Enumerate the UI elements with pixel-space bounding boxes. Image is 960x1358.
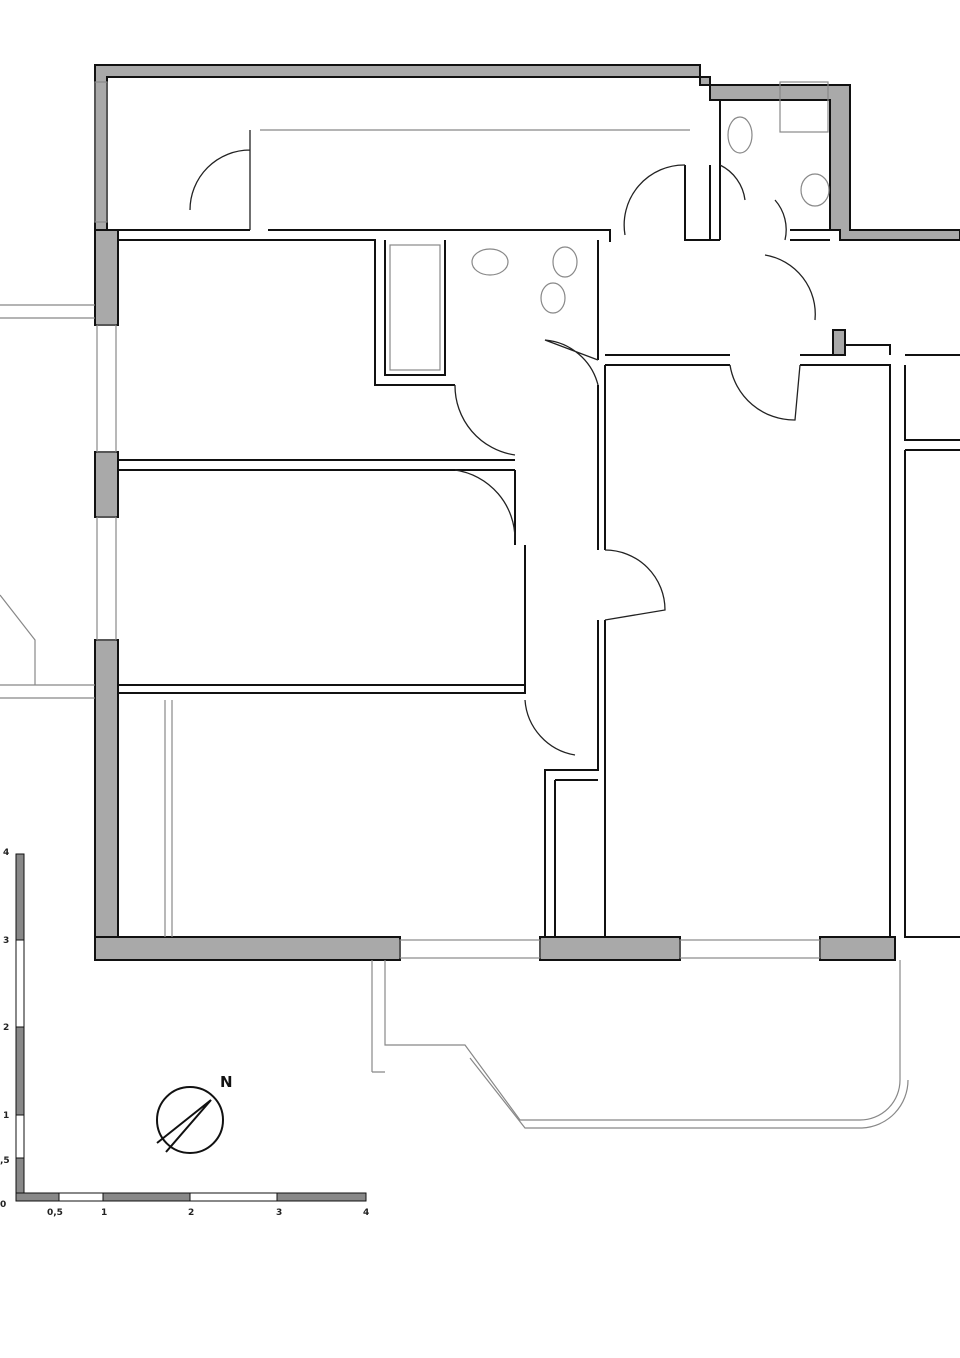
scale-label: 0,5 — [47, 1208, 63, 1218]
exterior-walls — [94, 64, 960, 961]
north-arrow: N — [156, 1073, 233, 1154]
scale-label: 4 — [3, 848, 9, 858]
terrace — [0, 304, 909, 1129]
scale-label: ,5 — [0, 1156, 10, 1166]
toilet-icon — [552, 246, 578, 278]
sink-icon — [800, 173, 830, 207]
north-label: N — [220, 1073, 233, 1091]
scale-label: 1 — [101, 1208, 107, 1218]
scale-label: 3 — [276, 1208, 282, 1218]
toilet-icon — [727, 116, 753, 154]
bathroom-fixtures — [389, 81, 830, 371]
scale-label: 1 — [3, 1111, 9, 1121]
scale-label: 0 — [0, 1200, 6, 1210]
bidet-icon — [540, 282, 566, 314]
scale-label: 2 — [188, 1208, 194, 1218]
interior-walls — [117, 100, 960, 938]
scale-bars: 0,5 1 2 3 4 0 ,5 1 2 3 4 — [0, 848, 369, 1218]
scale-label: 2 — [3, 1023, 9, 1033]
sink-icon — [471, 248, 509, 276]
scale-label: 3 — [3, 936, 9, 946]
windows — [94, 81, 821, 959]
door-swings — [189, 130, 816, 756]
scale-label: 4 — [363, 1208, 369, 1218]
